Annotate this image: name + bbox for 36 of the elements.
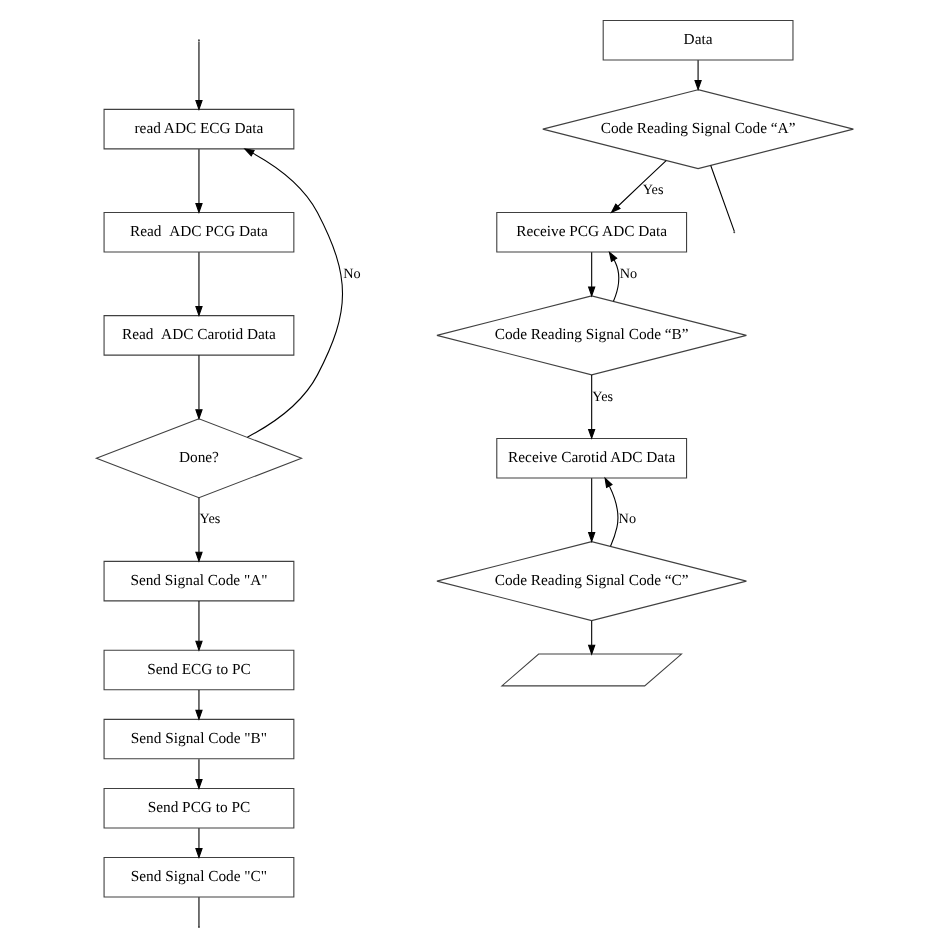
arrow [194,758,202,790]
arrow [693,59,701,91]
arrow [194,689,202,721]
node-box: Receive Carotid ADC Data [495,437,687,479]
arrow [586,374,595,440]
arrow [586,477,595,543]
node-box: Data [601,20,793,61]
node-box: Receive PCG ADC Data [495,211,687,253]
node-box: Send Signal Code "C" [102,857,294,898]
connector [709,165,734,232]
node-box: read ADC ECG Data [102,108,294,150]
node-box: Read ADC PCG Data [102,211,294,253]
arrow [194,251,202,318]
arrow [609,160,666,214]
arrow [194,40,202,111]
arrow [194,497,202,563]
node-diamond: Code Reading Signal Code “C” [435,541,746,622]
arrow [194,827,202,860]
node-box: Read ADC Carotid Data [102,315,294,356]
arrow [603,476,618,547]
node-box: Send ECG to PC [102,649,294,691]
arrow [194,354,202,421]
arrow [607,250,619,302]
connector [197,896,199,927]
node-box: Send Signal Code "A" [102,560,294,602]
arrow [194,148,202,214]
node-diamond: Code Reading Signal Code “A” [541,89,853,170]
node-box: Send PCG to PC [102,787,294,829]
node-parallelogram [499,653,682,687]
node-box: Send Signal Code "B" [102,718,294,760]
arrow [194,600,202,652]
node-diamond: Done? [93,418,303,499]
node-diamond: Code Reading Signal Code “B” [435,295,746,376]
arrow [242,148,343,438]
arrow [586,620,595,656]
arrow [586,251,595,298]
